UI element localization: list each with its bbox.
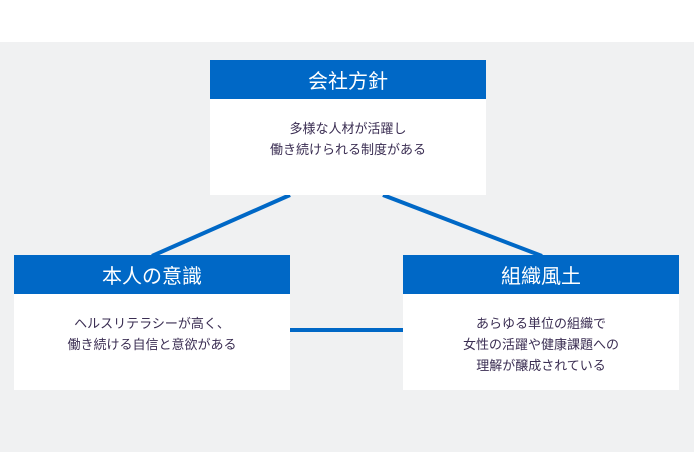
- culture-line: 理解が醸成されている: [476, 359, 606, 374]
- policy-line: 多様な人材が活躍し: [289, 122, 407, 137]
- culture-description: あらゆる単位の組織で 女性の活躍や健康課題への 理解が醸成されている: [403, 294, 679, 377]
- awareness-title: 本人の意識: [14, 255, 290, 294]
- awareness-line: 働き続ける自信と意欲がある: [67, 338, 237, 353]
- culture-title: 組織風土: [403, 255, 679, 294]
- culture-line: 女性の活躍や健康課題への: [462, 338, 619, 353]
- awareness-description: ヘルスリテラシーが高く、 働き続ける自信と意欲がある: [14, 294, 290, 356]
- policy-box: 会社方針 多様な人材が活躍し 働き続けられる制度がある: [210, 60, 486, 195]
- culture-box: 組織風土 あらゆる単位の組織で 女性の活躍や健康課題への 理解が醸成されている: [403, 255, 679, 390]
- awareness-line: ヘルスリテラシーが高く、: [74, 317, 230, 332]
- policy-line: 働き続けられる制度がある: [269, 143, 426, 158]
- awareness-box: 本人の意識 ヘルスリテラシーが高く、 働き続ける自信と意欲がある: [14, 255, 290, 390]
- culture-line: あらゆる単位の組織で: [475, 317, 606, 332]
- connector-policy-awareness: [151, 193, 291, 258]
- policy-description: 多様な人材が活躍し 働き続けられる制度がある: [210, 99, 486, 161]
- connector-policy-culture: [382, 193, 543, 258]
- policy-title: 会社方針: [210, 60, 486, 99]
